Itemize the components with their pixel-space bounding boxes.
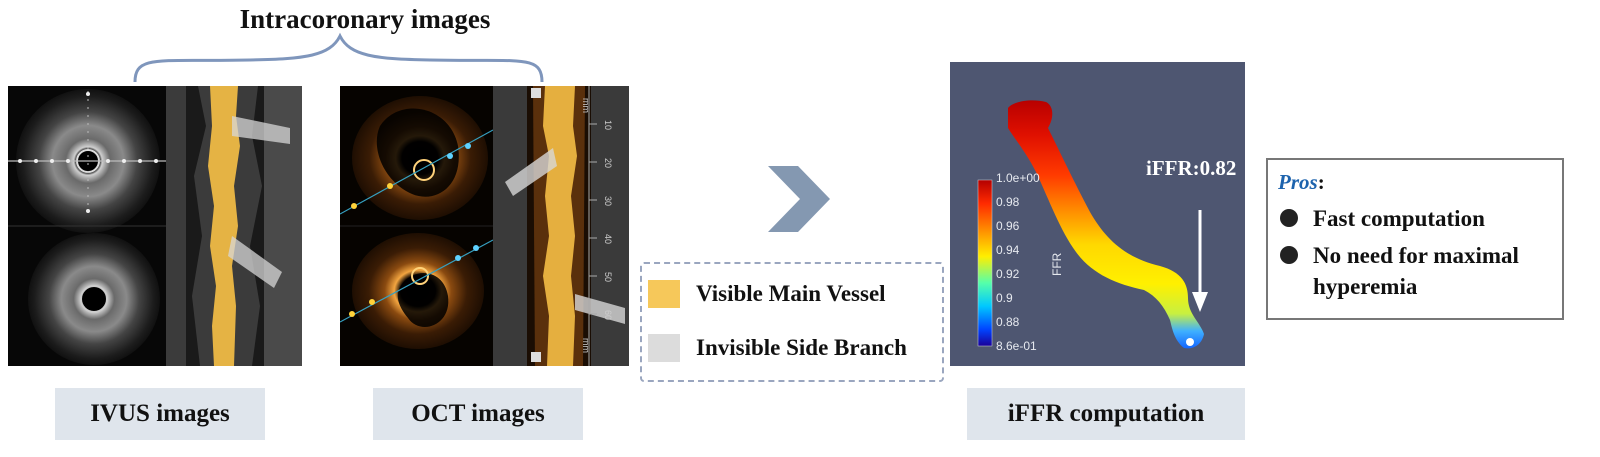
pros-item-text: Fast computation: [1313, 206, 1485, 231]
colorbar-tick: 0.94: [996, 243, 1020, 257]
oct-cross-section-panel: [340, 86, 493, 366]
ivus-caption: IVUS images: [55, 388, 265, 440]
oct-scale-tick: 30: [603, 196, 613, 207]
colorbar-tick: 0.96: [996, 219, 1020, 233]
main-vessel-swatch: [648, 280, 680, 308]
oct-scale-tick: 50: [603, 272, 613, 283]
legend-item-side-branch: Invisible Side Branch: [648, 334, 907, 362]
curly-brace: [133, 32, 544, 83]
colorbar-tick: 1.0e+00: [996, 171, 1040, 185]
ivus-cross-section-image: [8, 86, 166, 366]
colorbar-tick: 0.88: [996, 315, 1020, 329]
oct-longitudinal-image: [505, 86, 625, 366]
iffr-vessel-model: [977, 100, 1208, 349]
legend-item-main-vessel: Visible Main Vessel: [648, 280, 886, 308]
diagram-title: Intracoronary images: [239, 4, 491, 34]
legend-box: Visible Main Vessel Invisible Side Branc…: [640, 262, 944, 382]
pros-title: Pros: [1278, 170, 1318, 194]
oct-scale-tick: 20: [603, 158, 613, 169]
oct-cross-section-image: [340, 86, 493, 366]
pros-colon: :: [1317, 170, 1325, 194]
pros-item-text: No need for maximal hyperemia: [1313, 243, 1519, 299]
colorbar-tick: 0.98: [996, 195, 1020, 209]
colorbar-label: FFR: [1050, 252, 1064, 276]
colorbar-tick: 0.92: [996, 267, 1020, 281]
oct-scale-tick: 40: [603, 234, 613, 245]
pros-heading: Pros:: [1278, 170, 1325, 195]
ivus-longitudinal-panel: [166, 86, 302, 366]
bullet-icon: [1280, 246, 1298, 264]
pros-item: No need for maximal hyperemia: [1278, 240, 1558, 302]
iffr-value: iFFR:0.82: [1146, 156, 1237, 180]
oct-longitudinal-panel: mm mm 10 20 30 40 50 60: [493, 86, 629, 366]
legend-label-side-branch: Invisible Side Branch: [696, 335, 907, 360]
legend-label-main-vessel: Visible Main Vessel: [696, 281, 886, 306]
colorbar-tick: 0.9: [996, 291, 1013, 305]
side-branch-swatch: [648, 334, 680, 362]
oct-scale-unit-bottom: mm: [581, 338, 591, 353]
iffr-panel: 1.0e+00 0.98 0.96 0.94 0.92 0.9 0.88 8.6…: [950, 62, 1245, 366]
oct-scale-tick: 60: [603, 310, 613, 321]
ivus-longitudinal-image: [166, 86, 290, 366]
pros-box: Pros: Fast computation No need for maxim…: [1266, 158, 1564, 320]
oct-scale-unit-top: mm: [581, 98, 591, 113]
bullet-icon: [1280, 209, 1298, 227]
ivus-cross-section-panel: [8, 86, 166, 366]
iffr-caption: iFFR computation: [967, 388, 1245, 440]
oct-scale-tick: 10: [603, 120, 613, 131]
pros-item: Fast computation: [1278, 203, 1558, 234]
oct-caption: OCT images: [373, 388, 583, 440]
chevron-right-icon: [768, 166, 830, 232]
colorbar-tick: 8.6e-01: [996, 339, 1037, 353]
